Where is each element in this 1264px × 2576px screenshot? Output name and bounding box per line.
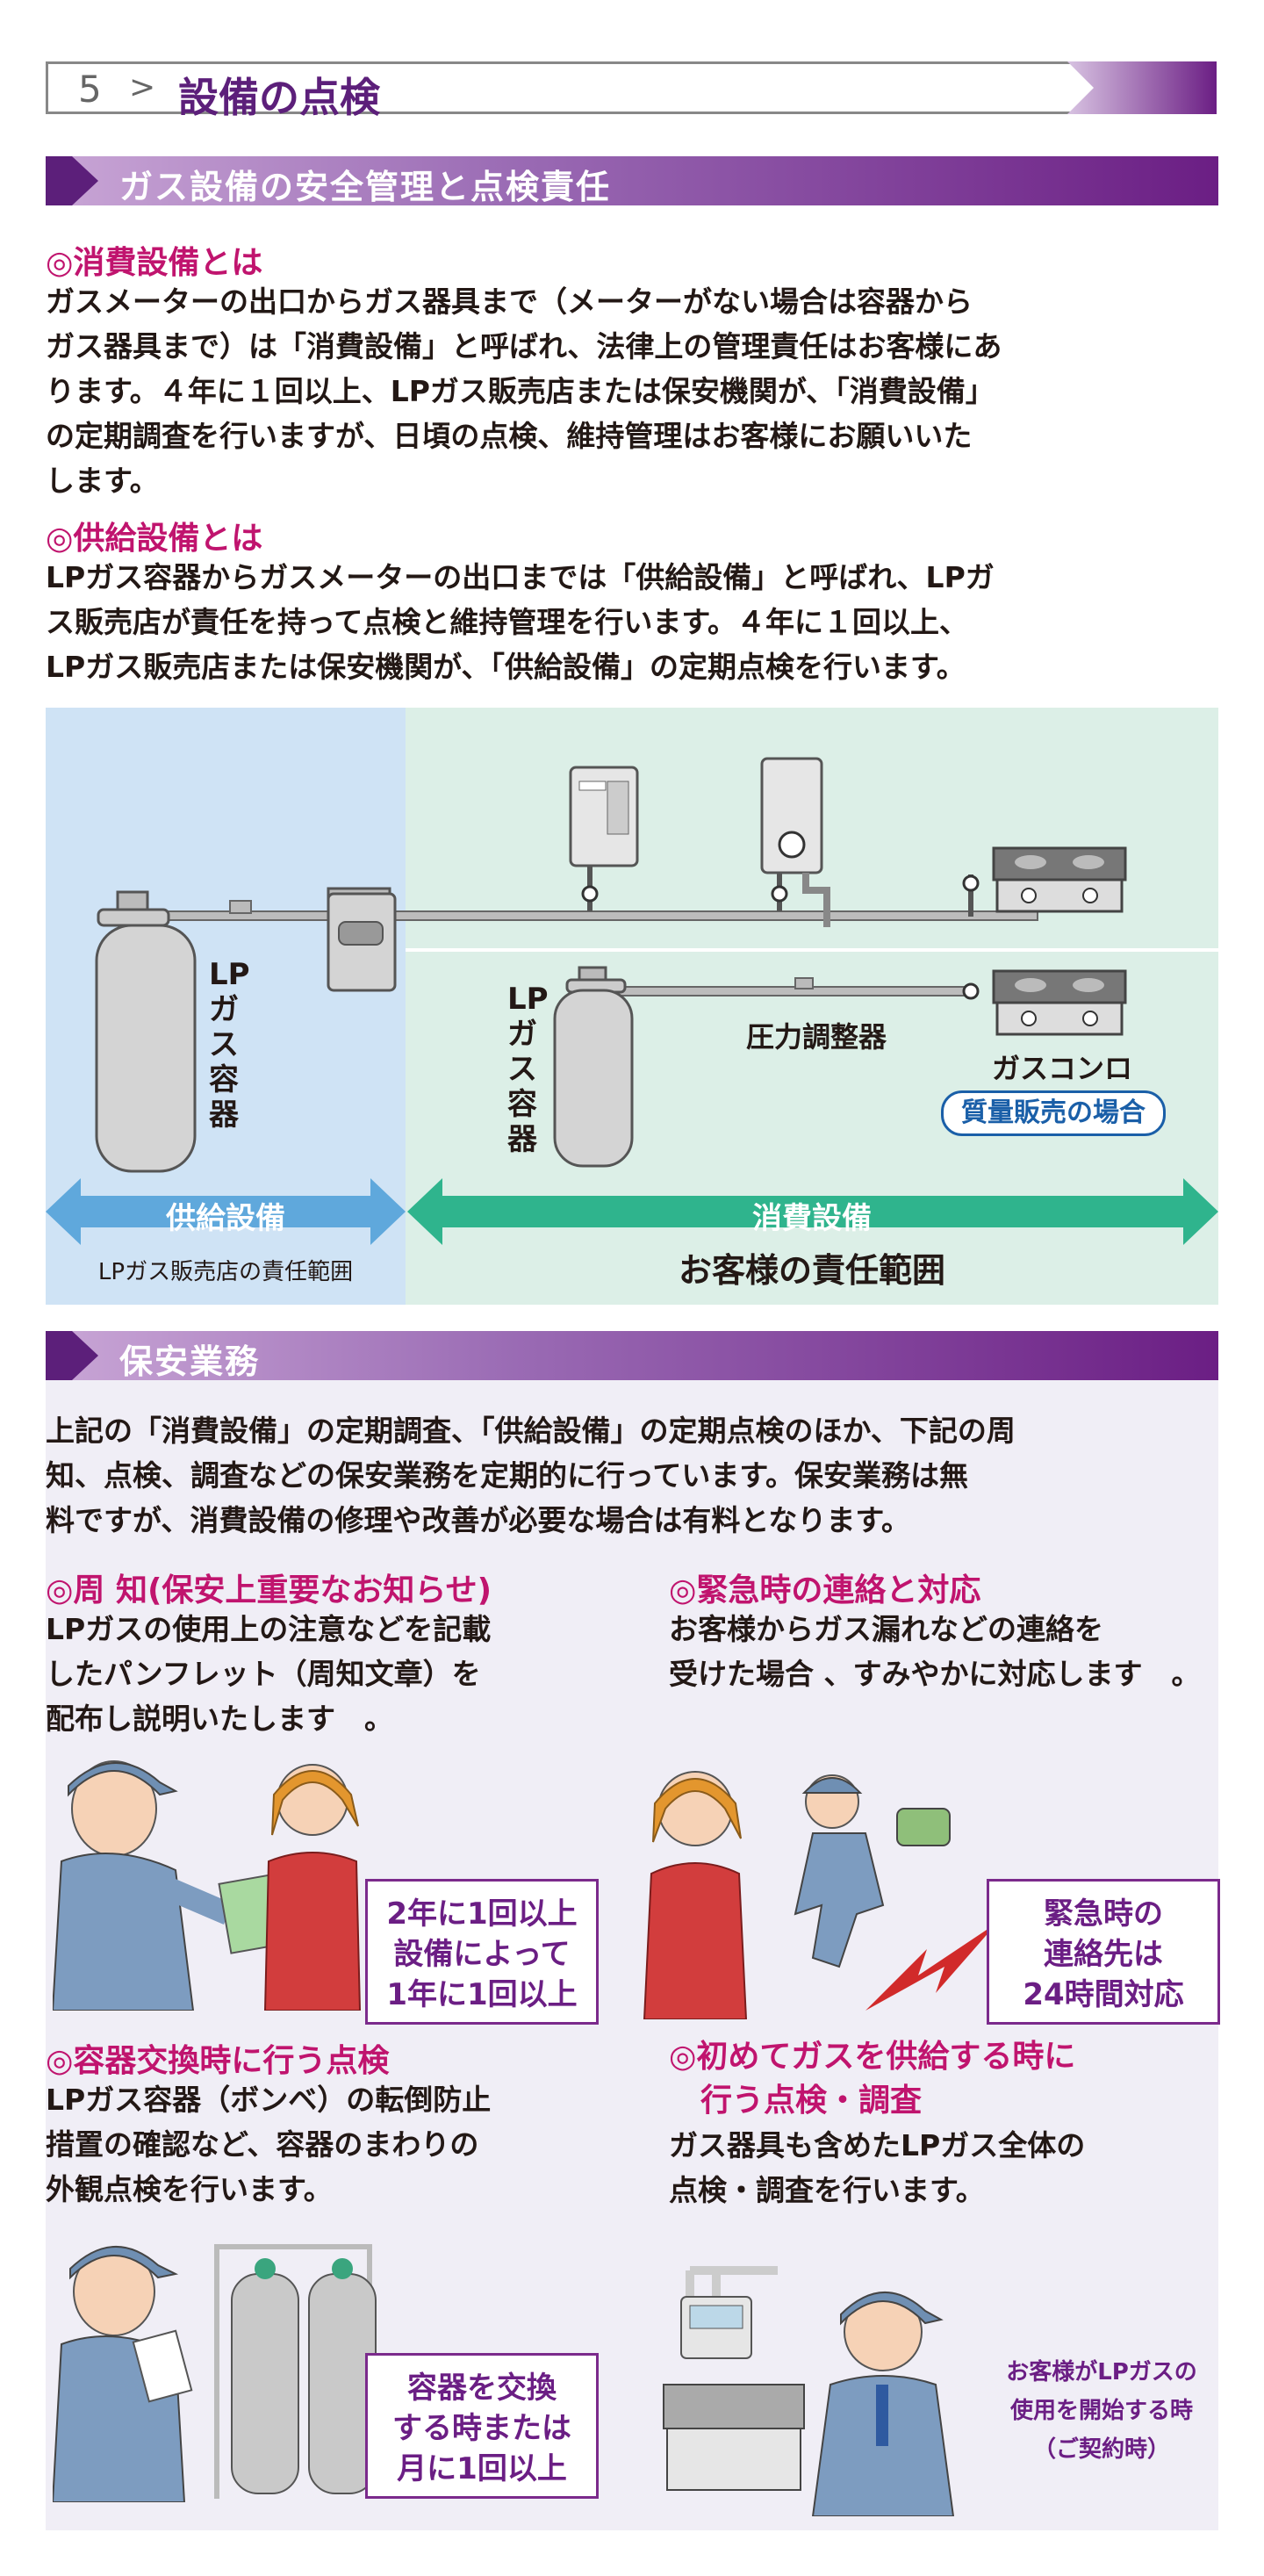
section-number: 5 <box>78 68 102 111</box>
first-supply-body: ガス器具も含めたLPガス全体の 点検・調査を行います。 <box>669 2128 1086 2207</box>
emergency-body: お客様からガス漏れなどの連絡を 受けた場合 、すみやかに対応します 。 <box>669 1612 1201 1691</box>
mass-sale-badge: 質量販売の場合 <box>941 1090 1166 1136</box>
page-title: 設備の点検 <box>178 74 380 121</box>
section-title-bar: 5 > 設備の点検 <box>46 61 1217 121</box>
emergency-response-illustration <box>643 1771 997 2019</box>
notice-frequency-box: 2年に1回以上 設備によって 1年に1回以上 <box>365 1879 599 2025</box>
equipment-diagram <box>46 757 1218 1245</box>
title-arrow-decoration <box>1067 61 1217 114</box>
section-header-title: 保安業務 <box>119 1342 261 1381</box>
chevron-icon <box>46 1331 98 1380</box>
gas-stove-lower <box>992 969 1127 1036</box>
consumption-heading: ◎消費設備とは <box>46 245 263 281</box>
cylinder-label-left: LPガス容器 <box>209 957 250 1133</box>
first-supply-note: お客様がLPガスの 使用を開始する時 （ご契約時） <box>1006 2359 1197 2463</box>
exchange-body: LPガス容器（ボンベ）の転倒防止 措置の確認など、容器のまわりの 外観点検を行い… <box>46 2083 492 2206</box>
regulator-label: 圧力調整器 <box>746 1020 887 1054</box>
section-header-title: ガス設備の安全管理と点検責任 <box>119 168 612 206</box>
customer-scope-label: お客様の責任範囲 <box>678 1251 945 1290</box>
supply-body: LPガス容器からガスメーターの出口までは「供給設備」と呼ばれ、LPガ ス販売店が… <box>46 560 995 684</box>
supply-heading: ◎供給設備とは <box>46 521 263 557</box>
emergency-contact-box: 緊急時の 連絡先は 24時間対応 <box>987 1879 1220 2025</box>
supply-arrow <box>46 1178 406 1245</box>
exchange-heading: ◎容器交換時に行う点検 <box>46 2043 390 2079</box>
water-heater-large <box>760 757 830 927</box>
cylinder-label-right: LPガス容器 <box>507 982 549 1157</box>
consumption-arrow <box>407 1178 1218 1245</box>
emergency-heading: ◎緊急時の連絡と対応 <box>669 1572 981 1608</box>
first-supply-heading: ◎初めてガスを供給する時に 行う点検・調査 <box>669 2039 1076 2119</box>
supply-scope-label: LPガス販売店の責任範囲 <box>97 1259 354 1285</box>
section-header-security: 保安業務 <box>46 1331 1218 1381</box>
zone-divider <box>406 948 1218 952</box>
gas-stove-upper <box>962 846 1127 917</box>
exchange-frequency-box: 容器を交換 する時または 月に1回以上 <box>365 2353 599 2499</box>
notice-body: LPガスの使用上の注意などを記載 したパンフレット（周知文章）を 配布し説明いた… <box>46 1612 492 1736</box>
consumption-body: ガスメーターの出口からガス器具まで（メーターがない場合は容器から ガス器具まで）… <box>46 284 1002 498</box>
consumption-arrow-label: 消費設備 <box>752 1201 872 1236</box>
chevron-icon <box>46 156 98 205</box>
staff-explaining-illustration <box>53 1760 362 2011</box>
lp-cylinder-left <box>95 890 197 1173</box>
lp-cylinder-right <box>553 966 634 1168</box>
supply-arrow-label: 供給設備 <box>166 1201 285 1236</box>
security-intro: 上記の「消費設備」の定期調査、「供給設備」の定期点検のほか、下記の周 知、点検、… <box>46 1414 1016 1537</box>
water-heater-small <box>569 766 639 911</box>
stove-label: ガスコンロ <box>992 1052 1133 1085</box>
first-supply-illustration <box>663 2266 955 2516</box>
cylinder-inspection-illustration <box>53 2244 377 2502</box>
gas-meter <box>327 887 397 992</box>
title-separator: > <box>129 69 156 105</box>
notice-heading: ◎周 知(保安上重要なお知らせ) <box>46 1572 492 1608</box>
section-header-safety: ガス設備の安全管理と点検責任 <box>46 156 1218 206</box>
